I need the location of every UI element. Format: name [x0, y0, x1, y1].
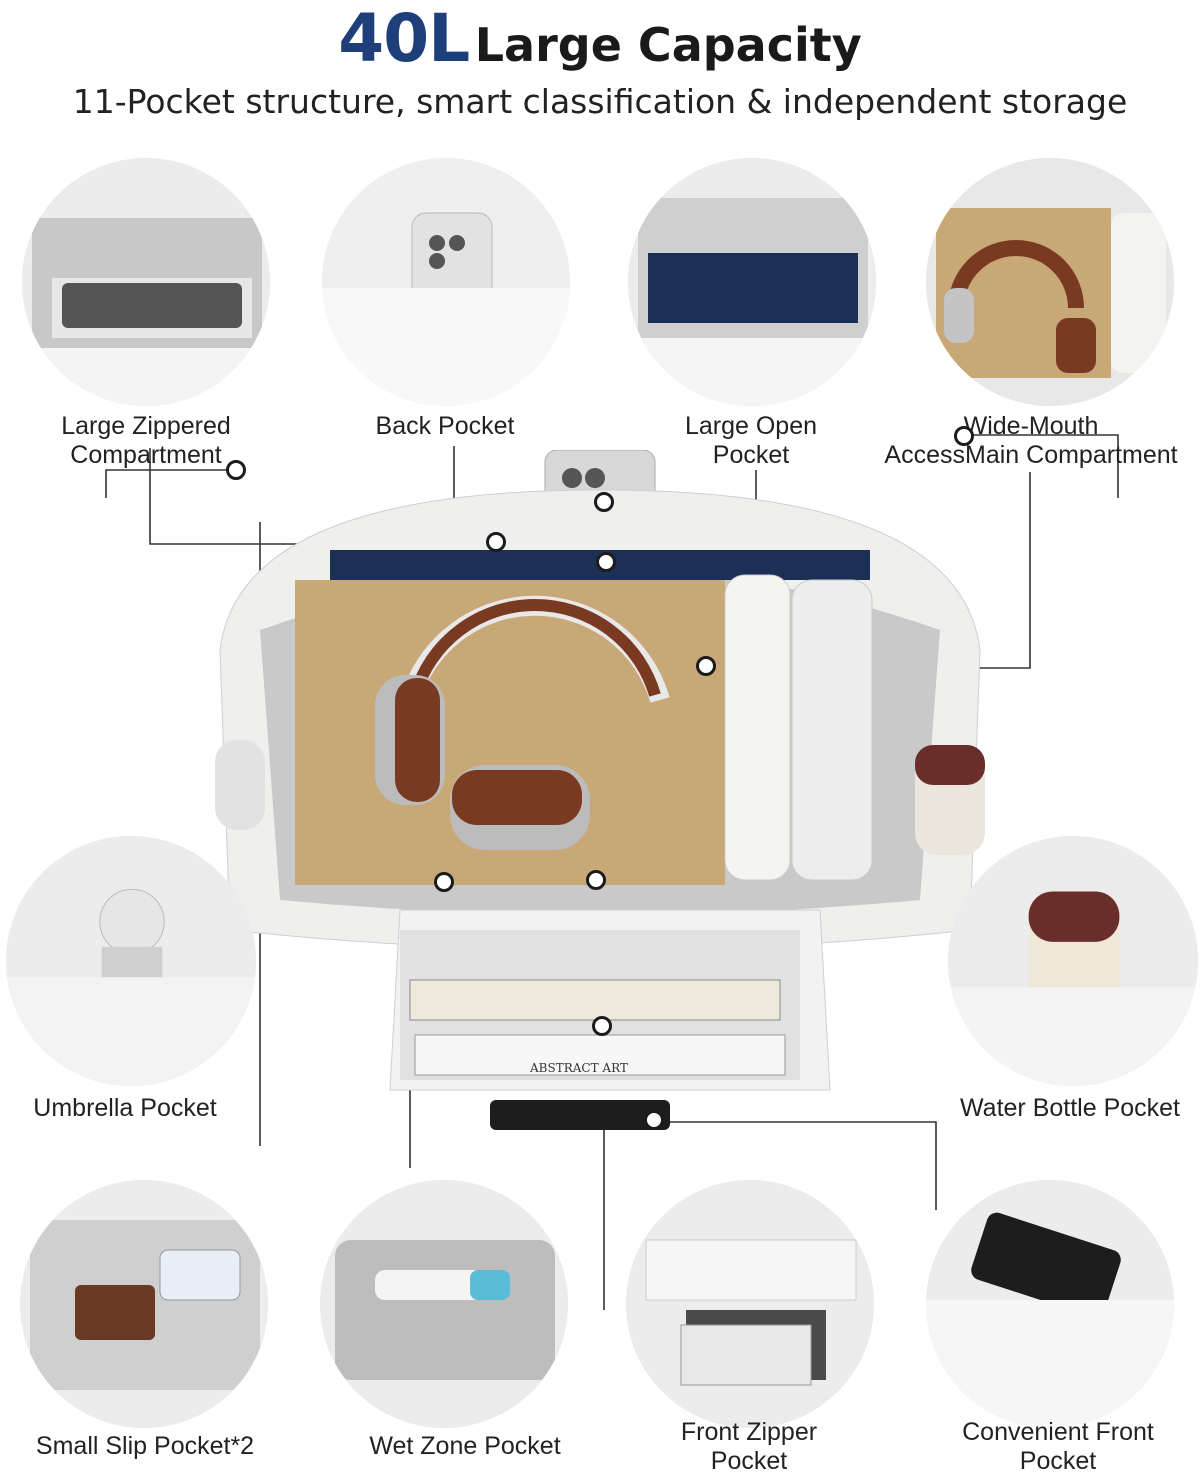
label-line: Umbrella Pocket [33, 1094, 217, 1122]
label-large-zippered-compartment: Large Zippered Compartment [0, 412, 292, 470]
front-pocket-photo [926, 1180, 1174, 1428]
callout-open-pocket [596, 552, 616, 572]
label-convenient-front-pocket: Convenient Front Pocket [920, 1418, 1196, 1476]
callout-slip-pocket [434, 872, 454, 892]
label-line: Pocket [710, 1447, 788, 1475]
umbrella-pocket-photo [6, 836, 256, 1086]
label-line: Wet Zone Pocket [369, 1432, 561, 1460]
callout-wet-zone [586, 870, 606, 890]
callout-main-compartment [696, 656, 716, 676]
phone-pocket-photo [322, 158, 570, 406]
callout-back-pocket [594, 492, 614, 512]
label-large-open-pocket: Large Open Pocket [620, 412, 882, 470]
bottle-pocket-photo [948, 836, 1198, 1086]
callout-front-pocket [644, 1110, 664, 1130]
label-water-bottle-pocket: Water Bottle Pocket [940, 1094, 1200, 1123]
wet-zone-photo [320, 1180, 568, 1428]
label-line: Convenient Front [962, 1418, 1154, 1446]
callout-umbrella-pocket [226, 460, 246, 480]
label-line: Wide-Mouth [963, 412, 1099, 440]
book-title-text: ABSTRACT ART [529, 1061, 628, 1075]
label-line: Small Slip Pocket*2 [35, 1432, 255, 1460]
open-pocket-photo [628, 158, 876, 406]
label-wide-mouth-compartment: Wide-Mouth AccessMain Compartment [862, 412, 1200, 470]
callout-bottle-pocket [954, 426, 974, 446]
label-line: Large Zippered [61, 412, 231, 440]
label-small-slip-pocket: Small Slip Pocket*2 [10, 1432, 280, 1461]
label-line: Pocket [1019, 1447, 1097, 1475]
label-line: Compartment [70, 441, 222, 469]
label-umbrella-pocket: Umbrella Pocket [0, 1094, 250, 1123]
label-line: Pocket [712, 441, 790, 469]
page-title: 40L Large Capacity [0, 0, 1200, 78]
bag-illustration: ABSTRACT ART [215, 450, 985, 1130]
front-zipper-photo [626, 1180, 874, 1428]
capacity-highlight: 40L [338, 0, 470, 77]
callout-zippered-compartment [486, 532, 506, 552]
label-line: Back Pocket [375, 412, 515, 440]
label-line: AccessMain Compartment [884, 441, 1178, 469]
label-wet-zone-pocket: Wet Zone Pocket [330, 1432, 600, 1461]
zipper-pocket-photo [22, 158, 270, 406]
label-front-zipper-pocket: Front Zipper Pocket [618, 1418, 880, 1476]
page-subtitle: 11-Pocket structure, smart classificatio… [72, 82, 1128, 121]
callout-front-zipper [592, 1016, 612, 1036]
slip-pocket-photo [20, 1180, 268, 1428]
label-line: Large Open [684, 412, 818, 440]
headphones-compartment-photo [926, 158, 1174, 406]
label-line: Front Zipper [680, 1418, 818, 1446]
label-line: Water Bottle Pocket [960, 1094, 1180, 1122]
capacity-title: Large Capacity [474, 18, 862, 72]
label-back-pocket: Back Pocket [310, 412, 580, 441]
